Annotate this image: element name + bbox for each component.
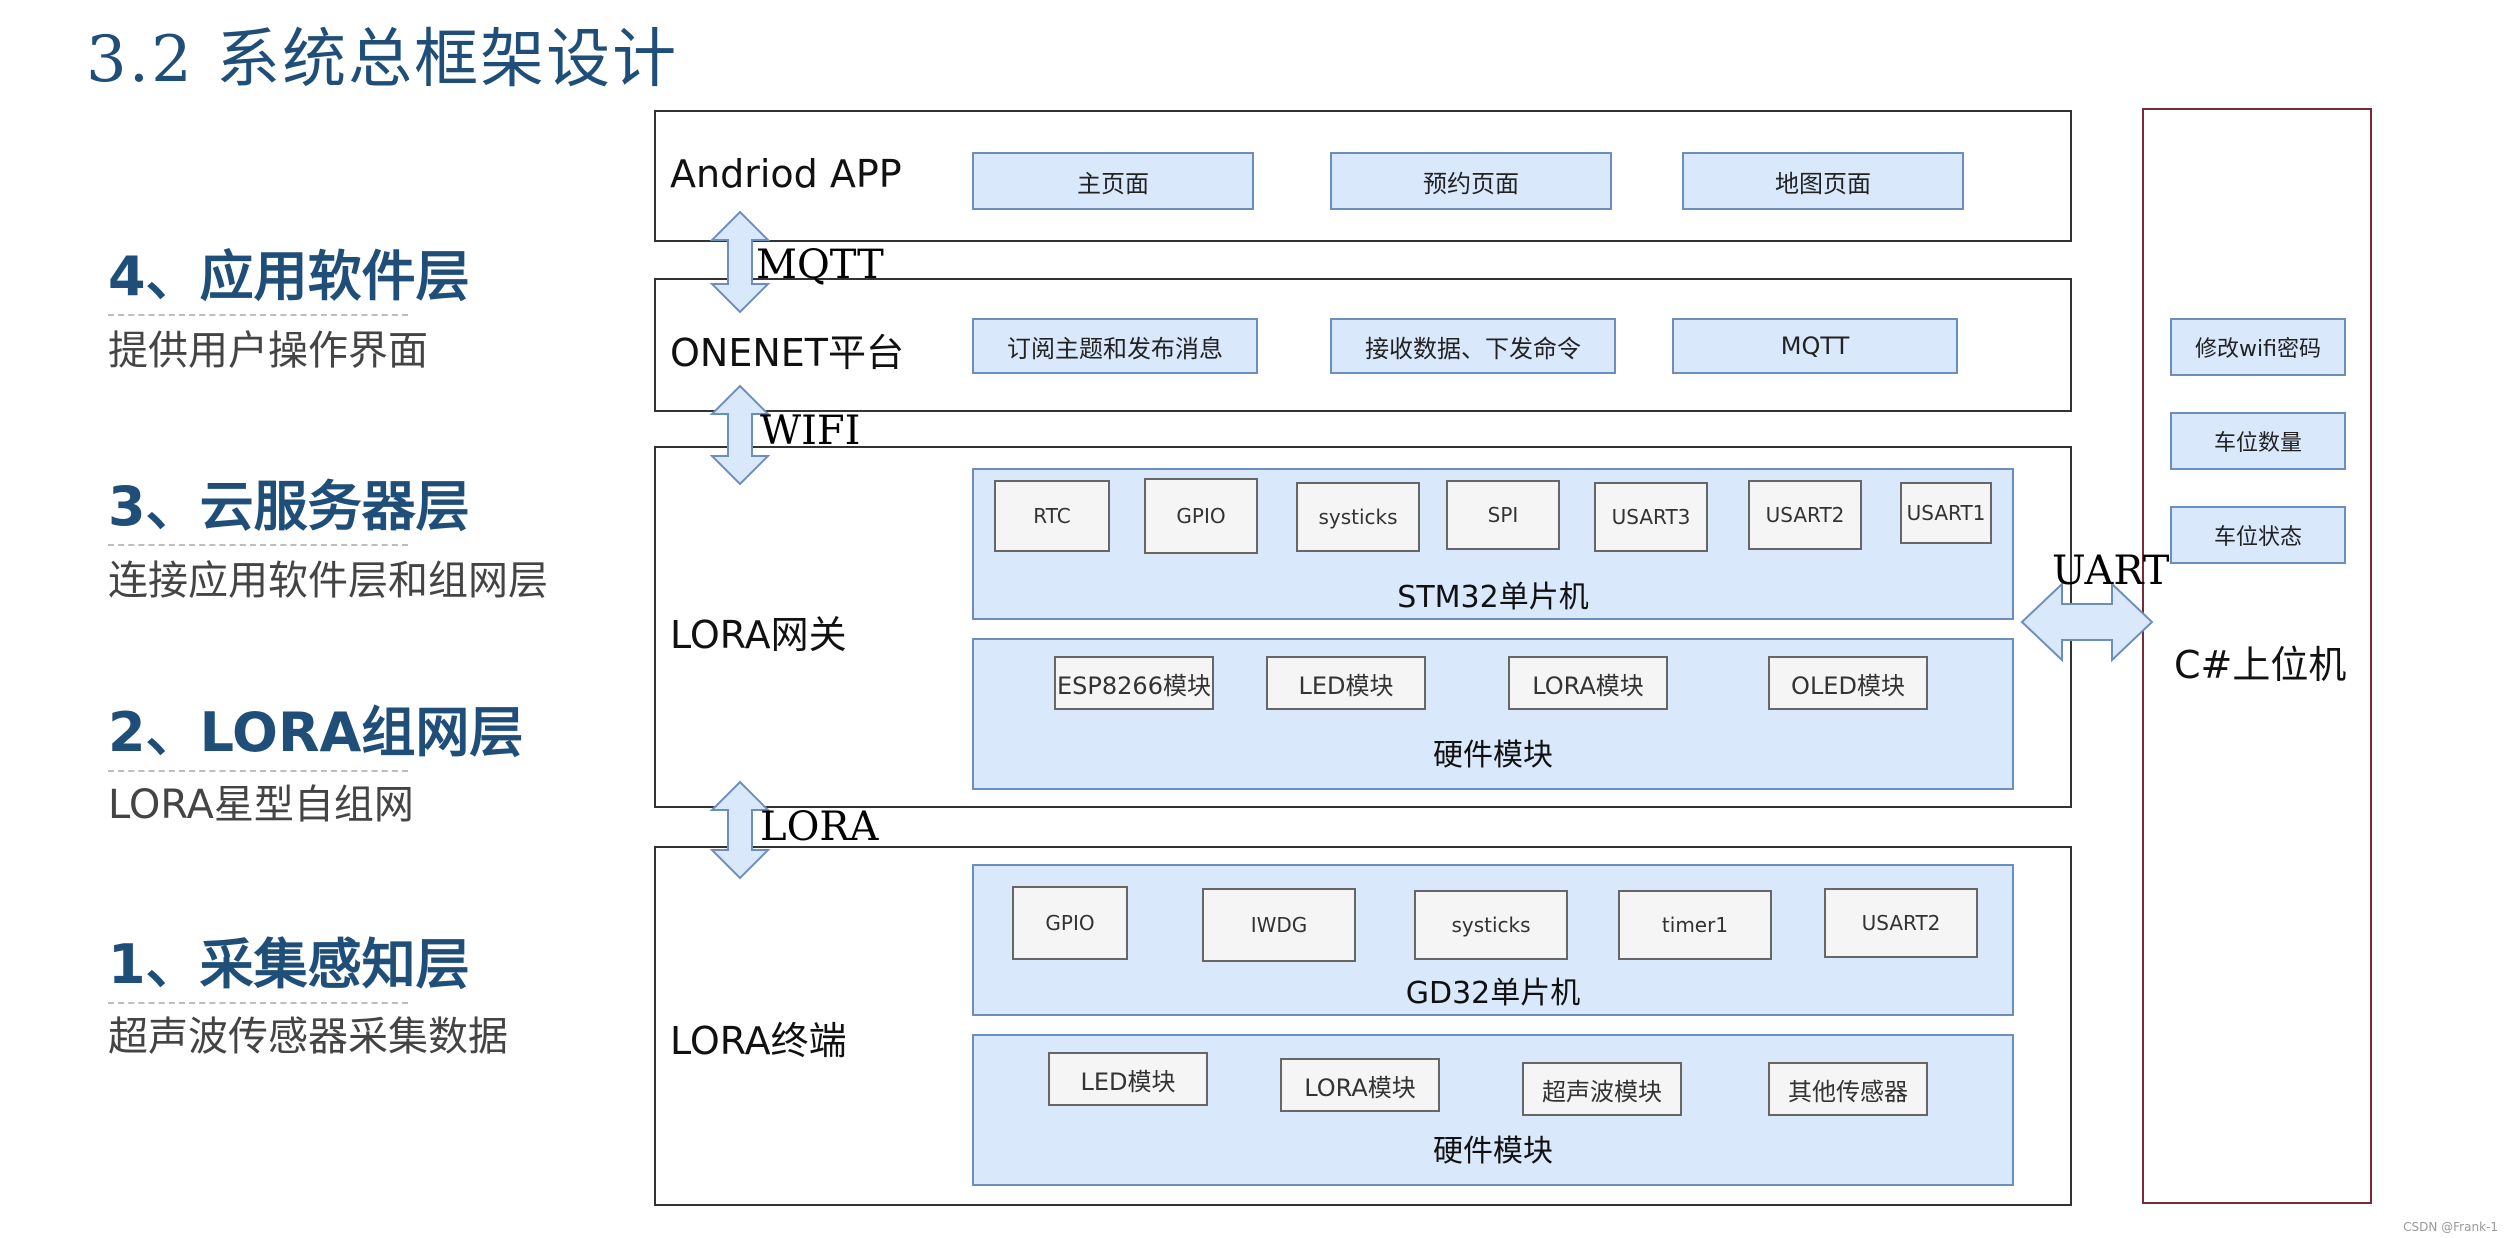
layer-heading-application: 4、应用软件层 [108, 245, 470, 308]
gd32-chip-usart2: USART2 [1824, 888, 1978, 958]
app-page-reservation: 预约页面 [1330, 152, 1612, 210]
onenet-mqtt: MQTT [1672, 318, 1958, 374]
onenet-label: ONENET平台 [670, 331, 904, 375]
protocol-uart: UART [2052, 548, 2170, 594]
csharp-host-label: C#上位机 [2174, 643, 2347, 687]
stm32-chip-usart1: USART1 [1900, 482, 1992, 544]
layer-divider [108, 314, 408, 316]
wifi-double-arrow [709, 384, 771, 486]
layer-heading-network: 2、LORA组网层 [108, 701, 524, 764]
layer-desc-cloud: 连接应用软件层和组网层 [108, 558, 548, 604]
pc-parking-count: 车位数量 [2170, 412, 2346, 470]
gateway-hw-led: LED模块 [1266, 656, 1426, 710]
terminal-hw-ultrasonic: 超声波模块 [1522, 1062, 1682, 1116]
pc-parking-status: 车位状态 [2170, 506, 2346, 564]
gateway-hw-caption: 硬件模块 [1433, 738, 1553, 773]
uart-double-arrow [2020, 581, 2154, 663]
gd32-caption: GD32单片机 [1405, 976, 1581, 1011]
layer-divider [108, 770, 408, 772]
stm32-caption: STM32单片机 [1397, 580, 1589, 615]
android-app-label: Andriod APP [670, 152, 902, 196]
gateway-hw-esp8266: ESP8266模块 [1054, 656, 1214, 710]
pc-change-wifi-password: 修改wifi密码 [2170, 318, 2346, 376]
stm32-chip-gpio: GPIO [1144, 478, 1258, 554]
lora-terminal-label: LORA终端 [670, 1019, 847, 1063]
layer-desc-network: LORA星型自组网 [108, 782, 414, 828]
terminal-hw-caption: 硬件模块 [1433, 1134, 1553, 1169]
terminal-hw-led: LED模块 [1048, 1052, 1208, 1106]
mqtt-double-arrow [709, 210, 771, 314]
stm32-chip-systicks: systicks [1296, 482, 1420, 552]
stm32-chip-usart2: USART2 [1748, 480, 1862, 550]
gd32-chip-gpio: GPIO [1012, 886, 1128, 960]
onenet-subscribe-publish: 订阅主题和发布消息 [972, 318, 1258, 374]
page-title: 3.2 系统总框架设计 [86, 23, 679, 97]
protocol-mqtt: MQTT [756, 242, 884, 288]
protocol-lora: LORA [760, 804, 879, 850]
layer-divider [108, 1002, 408, 1004]
protocol-wifi: WIFI [760, 408, 861, 454]
gd32-chip-iwdg: IWDG [1202, 888, 1356, 962]
layer-heading-cloud: 3、云服务器层 [108, 475, 470, 538]
lora-gateway-label: LORA网关 [670, 613, 847, 657]
stm32-chip-spi: SPI [1446, 480, 1560, 550]
watermark: CSDN @Frank-1 [2403, 1220, 2498, 1234]
gd32-chip-systicks: systicks [1414, 890, 1568, 960]
gateway-hw-oled: OLED模块 [1768, 656, 1928, 710]
layer-heading-sensing: 1、采集感知层 [108, 933, 470, 996]
gateway-hw-lora: LORA模块 [1508, 656, 1668, 710]
lora-double-arrow [709, 780, 771, 880]
app-page-main: 主页面 [972, 152, 1254, 210]
layer-desc-sensing: 超声波传感器采集数据 [108, 1014, 508, 1060]
gd32-chip-timer1: timer1 [1618, 890, 1772, 960]
stm32-chip-usart3: USART3 [1594, 482, 1708, 552]
onenet-receive-send: 接收数据、下发命令 [1330, 318, 1616, 374]
layer-divider [108, 544, 408, 546]
csharp-host-panel [2142, 108, 2372, 1204]
terminal-hw-lora: LORA模块 [1280, 1058, 1440, 1112]
terminal-hw-other-sensors: 其他传感器 [1768, 1062, 1928, 1116]
layer-desc-application: 提供用户操作界面 [108, 328, 428, 374]
app-page-map: 地图页面 [1682, 152, 1964, 210]
stm32-chip-rtc: RTC [994, 480, 1110, 552]
